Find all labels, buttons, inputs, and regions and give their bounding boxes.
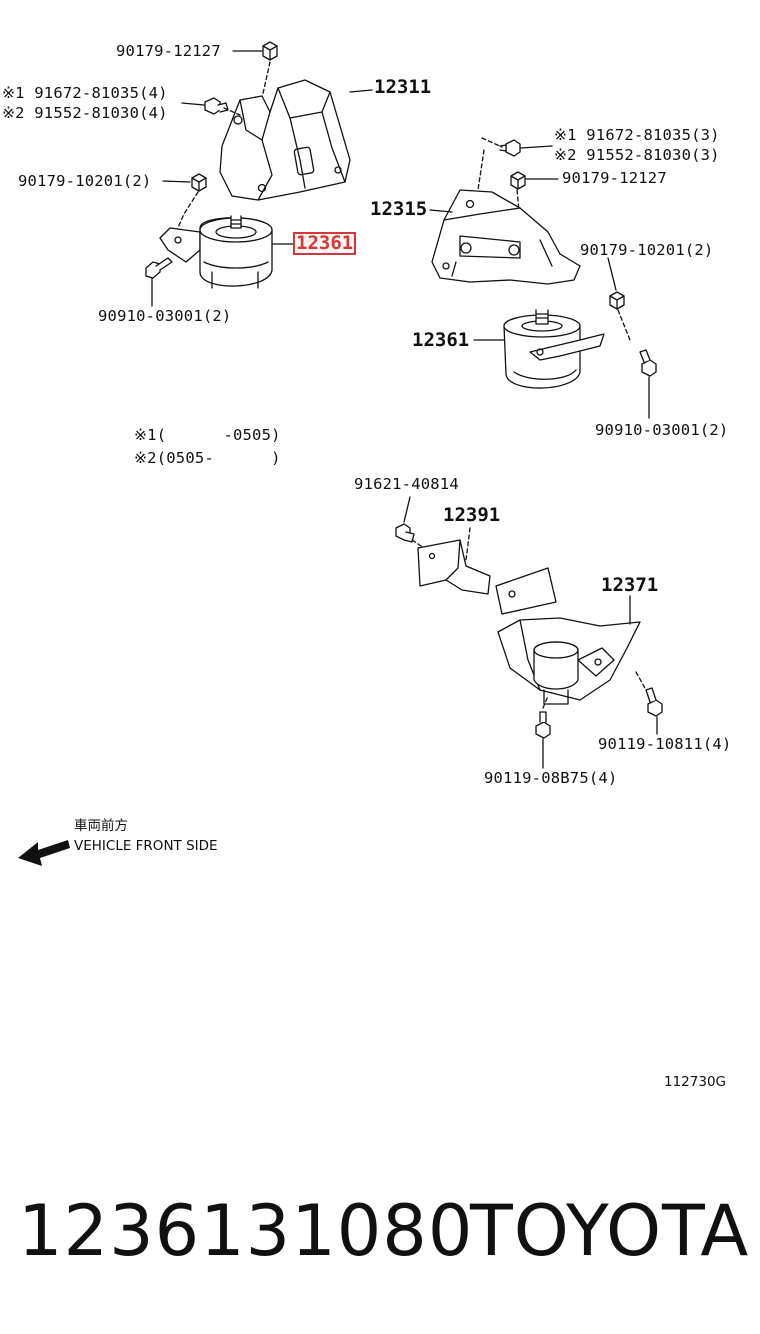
nut-icon xyxy=(510,171,526,190)
direction-label-en: VEHICLE FRONT SIDE xyxy=(74,838,218,854)
label-bolt-90119-10811: 90119-10811(4) xyxy=(598,735,732,753)
bolt-icon xyxy=(395,523,415,543)
label-nut-90179-10201-left: 90179-10201(2) xyxy=(18,172,152,190)
note-2: ※2(0505- ) xyxy=(134,449,281,467)
label-bolt-right-2: ※2 91552-81030(3) xyxy=(554,146,720,164)
vehicle-front-arrow-icon xyxy=(18,840,70,866)
part-number-12315: 12315 xyxy=(370,198,428,220)
nut-icon xyxy=(191,173,207,192)
bolt-icon xyxy=(535,711,551,739)
engine-mount-bracket-12315 xyxy=(431,189,581,285)
engine-mount-12361-right xyxy=(503,309,605,389)
nut-icon xyxy=(609,291,625,310)
note-1: ※1( -0505) xyxy=(134,426,281,444)
label-bolt-91621-40814: 91621-40814 xyxy=(354,475,459,493)
part-number-12361-right: 12361 xyxy=(412,329,470,351)
bolt-icon xyxy=(204,97,229,115)
label-bolt-90910-03001-right: 90910-03001(2) xyxy=(595,421,729,439)
label-nut-90179-12127-right: 90179-12127 xyxy=(562,169,667,187)
label-nut-90179-12127-top: 90179-12127 xyxy=(116,42,221,60)
nut-icon xyxy=(262,41,278,61)
label-nut-90179-10201-right: 90179-10201(2) xyxy=(580,241,714,259)
engine-mount-12371 xyxy=(495,567,641,705)
part-number-12391: 12391 xyxy=(443,504,501,526)
part-number-12361-highlighted[interactable]: 12361 xyxy=(293,232,357,255)
bolt-icon xyxy=(645,687,663,717)
engine-mount-bracket-12311 xyxy=(219,79,351,201)
label-bolt-right-1: ※1 91672-81035(3) xyxy=(554,126,720,144)
label-bolt-left-2: ※2 91552-81030(4) xyxy=(2,104,168,122)
part-number-12371: 12371 xyxy=(601,574,659,596)
engine-mount-12361-left xyxy=(159,215,273,289)
bolt-icon xyxy=(499,139,521,157)
bolt-icon xyxy=(639,349,657,377)
footer-brand: TOYOTA xyxy=(470,1190,750,1272)
bolt-icon xyxy=(145,257,173,279)
stay-bracket-12391 xyxy=(417,539,491,595)
footer-part-number: 1236131080 xyxy=(18,1190,474,1272)
illustration-code: 112730G xyxy=(664,1074,726,1090)
label-bolt-left-1: ※1 91672-81035(4) xyxy=(2,84,168,102)
label-bolt-90119-08B75: 90119-08B75(4) xyxy=(484,769,618,787)
part-number-12311: 12311 xyxy=(374,76,432,98)
direction-label-jp: 車両前方 xyxy=(74,818,128,834)
label-bolt-90910-03001-left: 90910-03001(2) xyxy=(98,307,232,325)
